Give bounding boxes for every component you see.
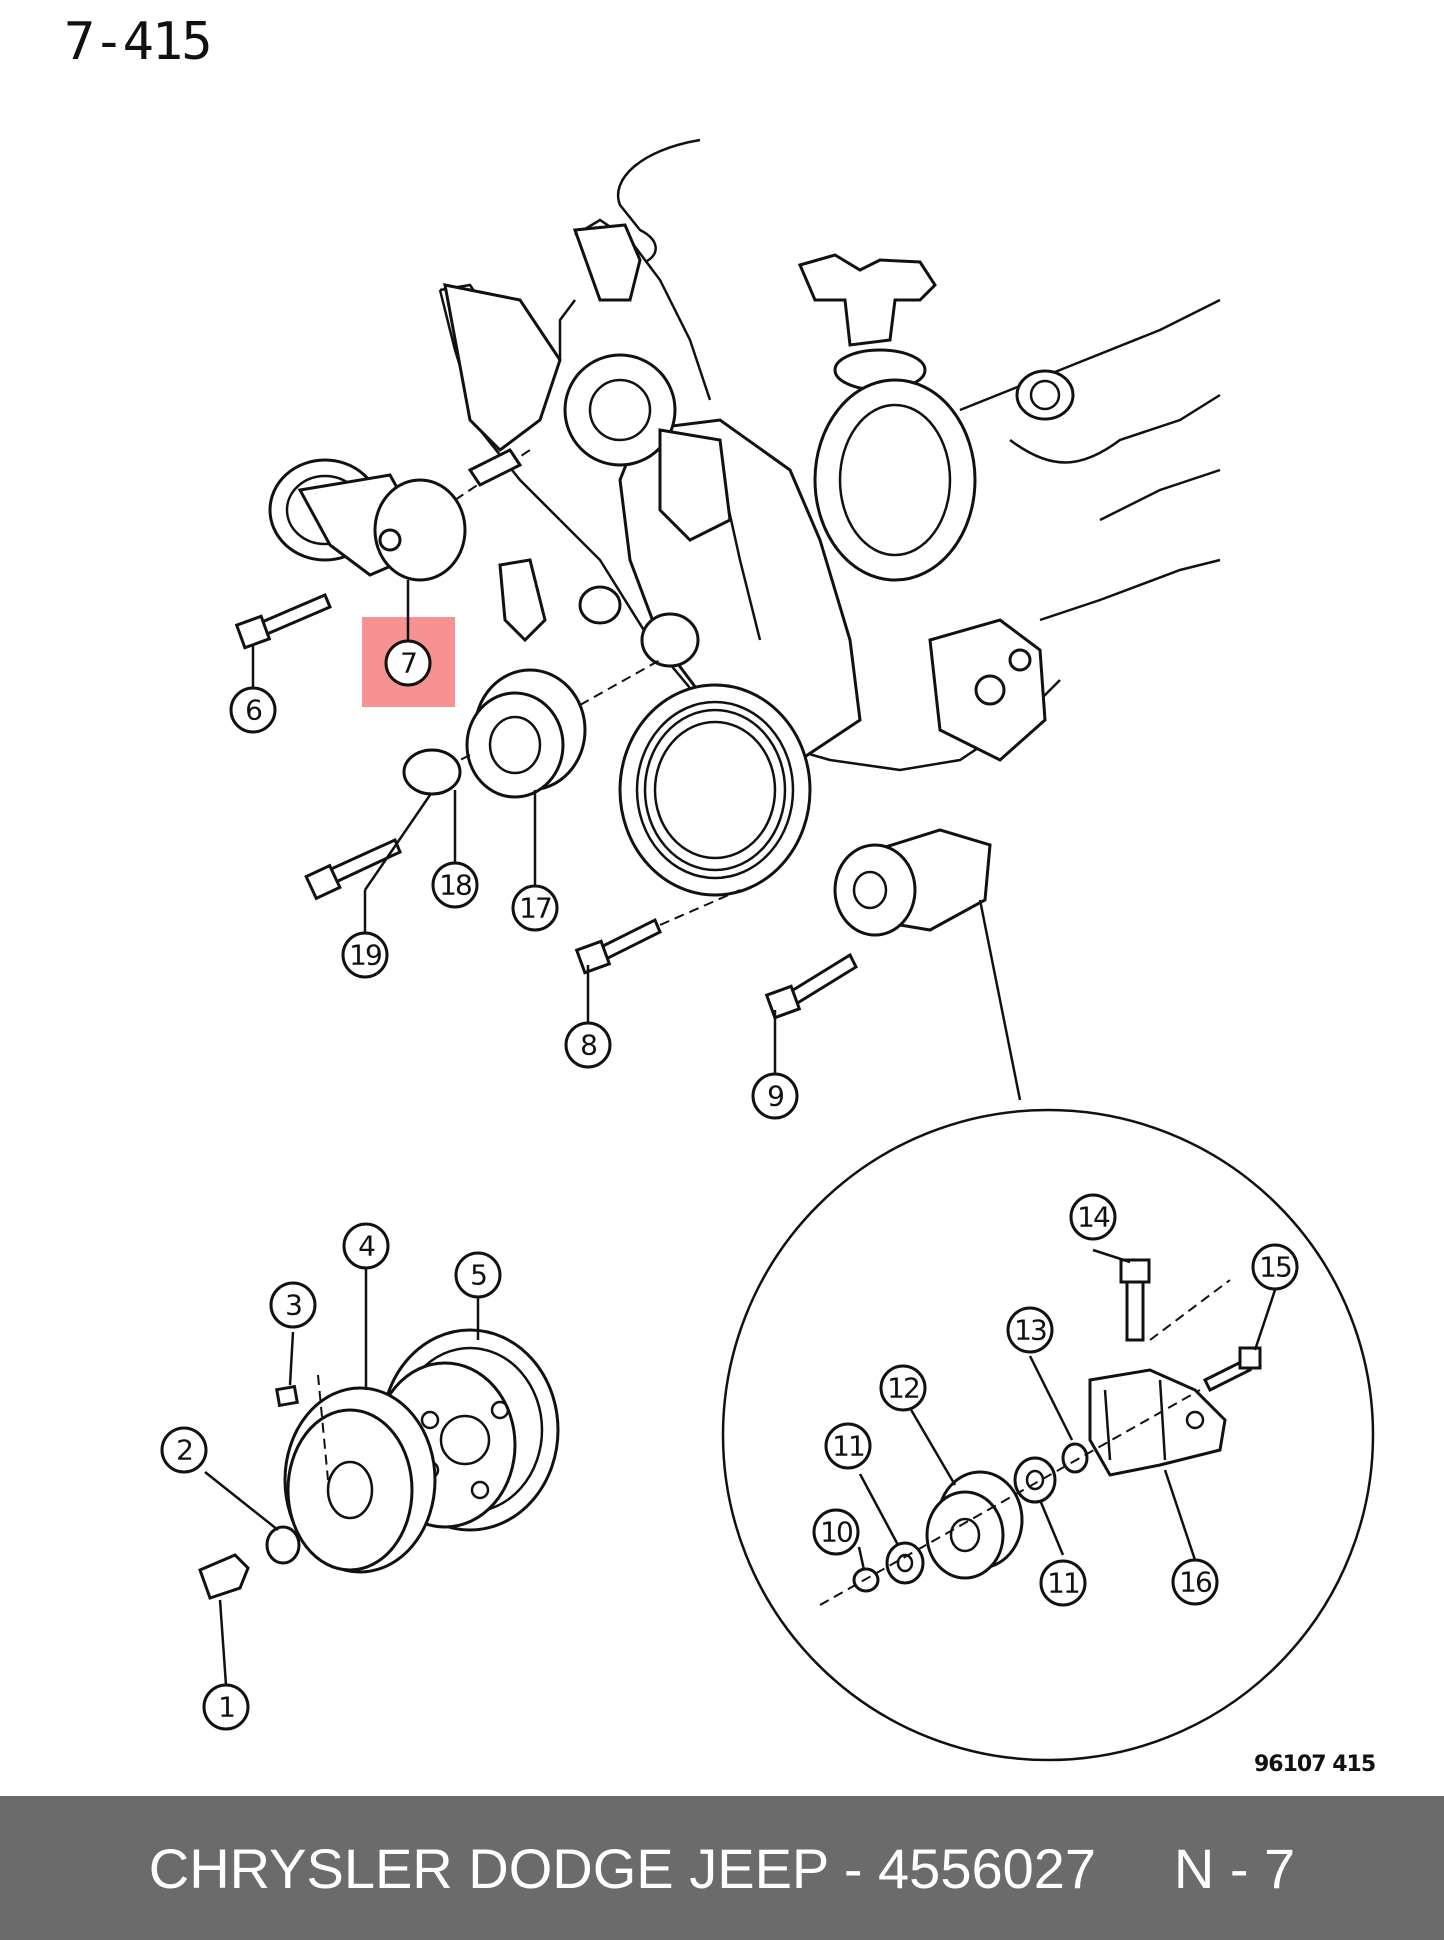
svg-text:19: 19 [349, 939, 381, 972]
svg-text:16: 16 [1179, 1566, 1212, 1599]
callout-12: 12 [879, 1364, 927, 1412]
drawing-id: 96107 415 [1254, 1752, 1376, 1777]
svg-text:17: 17 [519, 892, 551, 925]
footer-bar: CHRYSLER DODGE JEEP - 4556027 N - 7 [0, 1796, 1444, 1940]
leader-lines [204, 580, 1277, 1686]
svg-text:12: 12 [887, 1372, 919, 1405]
crankshaft-pulley [618, 683, 812, 897]
idler-pulley [419, 659, 661, 799]
callout-13: 13 [1006, 1306, 1054, 1354]
callout-8: 8 [564, 1021, 612, 1069]
svg-text:6: 6 [245, 694, 262, 727]
svg-text:4: 4 [358, 1230, 375, 1263]
svg-text:11: 11 [1047, 1567, 1079, 1600]
svg-text:13: 13 [1014, 1314, 1046, 1347]
callout-19: 19 [341, 931, 389, 979]
svg-text:18: 18 [439, 869, 471, 902]
callout-11-right: 11 [1039, 1559, 1087, 1607]
callout-11-left: 11 [824, 1422, 872, 1470]
callout-16: 16 [1171, 1558, 1219, 1606]
svg-text:2: 2 [176, 1434, 192, 1467]
belt-tensioner [268, 448, 531, 582]
svg-text:9: 9 [767, 1080, 783, 1113]
svg-text:7: 7 [400, 647, 416, 680]
bolt-8 [574, 889, 741, 975]
footer-part-number: CHRYSLER DODGE JEEP - 4556027 N - 7 [148, 1836, 1296, 1900]
callout-14: 14 [1069, 1193, 1117, 1241]
bolt-19 [304, 837, 402, 901]
callout-17: 17 [511, 884, 559, 932]
callout-7: 7 [384, 639, 432, 687]
callout-2: 2 [160, 1426, 208, 1474]
page-title: 7-415 [64, 12, 213, 72]
bolt-6 [234, 593, 332, 650]
callout-10: 10 [812, 1508, 860, 1556]
svg-text:15: 15 [1259, 1251, 1291, 1284]
callout-3: 3 [269, 1281, 317, 1329]
detail-view-parts [819, 1258, 1262, 1606]
callout-1: 1 [202, 1683, 250, 1731]
lower-pulley-group [198, 1328, 560, 1600]
svg-text:10: 10 [820, 1516, 852, 1549]
svg-text:3: 3 [285, 1289, 301, 1322]
callout-5: 5 [454, 1251, 502, 1299]
exploded-parts-diagram: 1 2 3 4 5 6 7 8 9 10 11 11 12 13 14 15 1… [160, 138, 1375, 1762]
callout-4: 4 [342, 1222, 390, 1270]
svg-text:14: 14 [1077, 1201, 1110, 1234]
detail-leader [978, 899, 1022, 1101]
bolt-9 [764, 952, 858, 1020]
callout-15: 15 [1251, 1243, 1299, 1291]
power-steering-idler [833, 828, 992, 937]
svg-text:5: 5 [470, 1259, 486, 1292]
washer [402, 748, 462, 796]
callout-9: 9 [751, 1072, 799, 1120]
callout-18: 18 [431, 861, 479, 909]
callout-6: 6 [229, 686, 277, 734]
engine-block-outline [438, 138, 1221, 772]
svg-text:11: 11 [832, 1430, 864, 1463]
detail-view-circle [721, 1108, 1375, 1762]
svg-text:1: 1 [218, 1691, 234, 1724]
svg-text:8: 8 [580, 1029, 596, 1062]
